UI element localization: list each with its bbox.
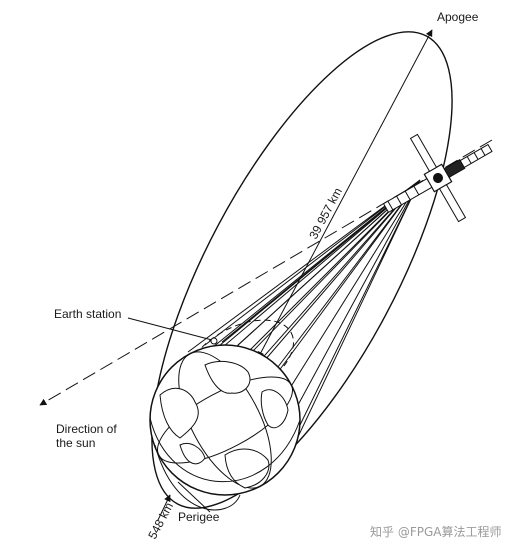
earth-globe	[149, 344, 301, 511]
label-earth-station: Earth station	[54, 307, 121, 321]
watermark: 知乎 @FPGA算法工程师	[370, 524, 501, 539]
label-sun-direction-1: Direction of	[56, 422, 117, 436]
label-apogee-distance: 39 957 km	[306, 185, 345, 241]
label-perigee: Perigee	[178, 510, 220, 524]
earth-station-marker	[210, 337, 218, 345]
label-perigee-distance: 548 km	[145, 500, 176, 541]
perigee-distance-arrow	[157, 481, 211, 521]
earth-station-pointer	[127, 317, 213, 341]
coverage-cone	[167, 179, 421, 461]
satellite-icon	[382, 133, 493, 223]
label-apogee: Apogee	[437, 10, 479, 24]
label-sun-direction-2: the sun	[56, 436, 95, 450]
apogee-distance-arrow	[257, 29, 433, 359]
